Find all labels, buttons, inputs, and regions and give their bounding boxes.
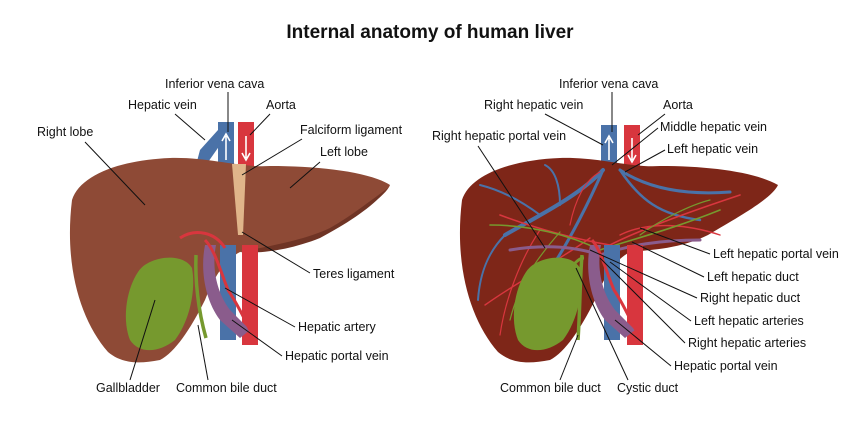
label-hepatic-vein: Hepatic vein: [128, 98, 197, 112]
label-r-right-hepatic-duct: Right hepatic duct: [700, 291, 801, 305]
label-aorta: Aorta: [266, 98, 296, 112]
label-r-hepatic-portal-vein: Hepatic portal vein: [674, 359, 778, 373]
left-hepatic-artery-loop: [179, 231, 227, 249]
label-r-middle-hepatic-vein: Middle hepatic vein: [660, 120, 767, 134]
label-hepatic-artery: Hepatic artery: [298, 320, 377, 334]
label-r-left-hepatic-duct: Left hepatic duct: [707, 270, 799, 284]
label-hepatic-portal-vein: Hepatic portal vein: [285, 349, 389, 363]
left-falciform-ligament: [232, 164, 246, 235]
label-r-common-bile-duct: Common bile duct: [500, 381, 601, 395]
right-liver-diagram: [459, 125, 778, 363]
label-common-bile-duct: Common bile duct: [176, 381, 277, 395]
label-right-lobe: Right lobe: [37, 125, 93, 139]
label-left-lobe: Left lobe: [320, 145, 368, 159]
left-hepatic-vein-branch: [196, 130, 220, 165]
label-r-inferior-vena-cava: Inferior vena cava: [559, 77, 658, 91]
label-r-left-hepatic-portal-vein: Left hepatic portal vein: [713, 247, 839, 261]
label-falciform-ligament: Falciform ligament: [300, 123, 403, 137]
right-hepatic-portal-vein: [588, 245, 635, 338]
label-r-left-hepatic-arteries: Left hepatic arteries: [694, 314, 804, 328]
left-gallbladder: [125, 257, 194, 351]
left-hepatic-portal-vein: [203, 245, 250, 338]
label-r-right-hepatic-arteries: Right hepatic arteries: [688, 336, 806, 350]
right-ivc-arrow: [604, 134, 614, 160]
diagram-title: Internal anatomy of human liver: [286, 22, 574, 43]
left-aorta-arrow: [241, 136, 251, 162]
label-r-right-hepatic-vein: Right hepatic vein: [484, 98, 583, 112]
label-inferior-vena-cava: Inferior vena cava: [165, 77, 264, 91]
label-gallbladder: Gallbladder: [96, 381, 160, 395]
right-labels: Inferior vena cava Right hepatic vein Ao…: [432, 77, 839, 395]
left-liver-diagram: [69, 122, 391, 363]
right-gallbladder: [513, 257, 582, 351]
label-r-aorta: Aorta: [663, 98, 693, 112]
label-r-cystic-duct: Cystic duct: [617, 381, 679, 395]
right-hepatic-artery: [590, 239, 638, 331]
left-common-bile-duct: [194, 254, 208, 339]
label-r-right-hepatic-portal-vein: Right hepatic portal vein: [432, 129, 566, 143]
label-r-left-hepatic-vein: Left hepatic vein: [667, 142, 758, 156]
label-teres-ligament: Teres ligament: [313, 267, 395, 281]
left-lobe-shade: [240, 188, 388, 253]
left-ivc-arrow: [221, 132, 231, 160]
left-labels: Inferior vena cava Hepatic vein Aorta Ri…: [37, 77, 403, 395]
right-internal-veins: [477, 164, 732, 301]
